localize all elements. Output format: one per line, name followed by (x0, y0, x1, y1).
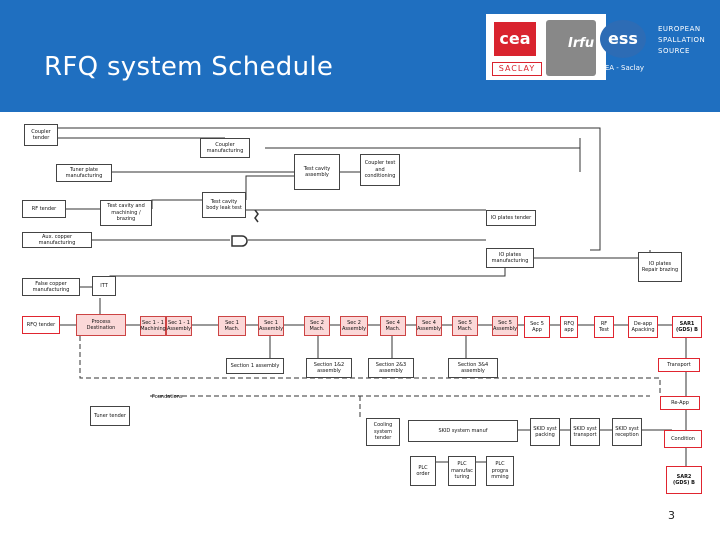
box-io-plates-manufacturing: IO plates manufacturing (486, 248, 534, 268)
box-rf-tender: RF tender (22, 200, 66, 218)
box-plc-programming: PLC progra mming (486, 456, 514, 486)
box-section5-assembly: Sec 5 Assembly (492, 316, 518, 336)
box-section1-assembly-b: Sec 1 Assembly (258, 316, 284, 336)
milestone-markers (231, 209, 259, 247)
ess-organization-name: EUROPEAN SPALLATION SOURCE (658, 25, 706, 55)
box-sar1: SAR1 (GDS) B (672, 316, 702, 338)
box-skid-reception: SKID syst reception (612, 418, 642, 446)
saclay-label: SACLAY (492, 62, 542, 76)
box-itt: ITT (92, 276, 116, 296)
box-skid-transport: SKID syst transport (570, 418, 600, 446)
box-condition: Condition (664, 430, 702, 448)
box-section5-app: Sec 5 App (524, 316, 550, 338)
box-section4-mach: Sec 4 Mach. (380, 316, 406, 336)
box-rfq-app: RFQ app (560, 316, 578, 338)
ess-logo-caption: CEA - Saclay (599, 64, 645, 72)
box-section2-assembly: Sec 2 Assembly (340, 316, 368, 336)
box-transport: Transport (658, 358, 700, 372)
milestone-symbol-1 (254, 209, 259, 223)
box-cooling-system-tender: Cooling system tender (366, 418, 400, 446)
box-re-app: Re-App (660, 396, 700, 410)
box-false-copper-manufacturing: False copper manufacturing (22, 278, 80, 296)
box-section12-assembly: Section 1&2 assembly (306, 358, 352, 378)
box-plc-manufacturing: PLC manufac turing (448, 456, 476, 486)
box-io-plates-tender: IO plates tender (486, 210, 536, 226)
box-plc-order: PLC order (410, 456, 436, 486)
box-coupler-tender: Coupler tender (24, 124, 58, 146)
box-de-app-packing: De-app Apacking (628, 316, 658, 338)
box-section1-mach: Sec 1 Mach. (218, 316, 246, 336)
box-skid-system-manuf: SKID system manuf (408, 420, 518, 442)
cea-logo-mark: cea (494, 22, 536, 56)
cea-irfu-logo: cea SACLAY Irfu (486, 14, 606, 80)
page-title: RFQ system Schedule (44, 52, 334, 82)
milestone-symbol-2 (231, 235, 248, 247)
irfu-logo: Irfu (546, 20, 596, 76)
ess-logo-mark: ess (600, 20, 646, 58)
box-test-cavity-machining: Test cavity and machining / brazing (100, 200, 152, 226)
box-section4-assembly: Sec 4 Assembly (416, 316, 442, 336)
box-skid-packing: SKID syst packing (530, 418, 560, 446)
box-test-cavity-assembly: Test cavity assembly (294, 154, 340, 190)
box-sar2: SAR2 (GDS) B (666, 466, 702, 494)
box-coupler-test-conditioning: Coupler test and conditioning (360, 154, 400, 186)
ess-logo: ess CEA - Saclay (592, 14, 654, 80)
page-number: 3 (668, 509, 675, 522)
label-foundations: Foundations (152, 393, 183, 400)
box-section1-assembly-a: Sec 1 - 1 Assembly (166, 316, 192, 336)
box-section23-assembly: Section 2&3 assembly (368, 358, 414, 378)
dashed-connector-lines (79, 320, 661, 418)
box-tuner-tender: Tuner tender (90, 406, 130, 426)
box-section2-mach: Sec 2 Mach. (304, 316, 330, 336)
box-section1-assembly: Section 1 assembly (226, 358, 284, 374)
box-process-destination: Process Destination (76, 314, 126, 336)
box-section5-mach: Sec 5 Mach. (452, 316, 478, 336)
box-section34-assembly: Section 3&4 assembly (448, 358, 498, 378)
box-rf-test: RF Test (594, 316, 614, 338)
box-tuner-plate-manufacturing: Tuner plate manufacturing (56, 164, 112, 182)
box-coupler-manufacturing: Coupler manufacturing (200, 138, 250, 158)
box-rfq-tender: RFQ tender (22, 316, 60, 334)
box-section1-machining: Sec 1 - 1 Machining (140, 316, 166, 336)
box-io-plates-repair: IO plates Repair brazing (638, 252, 682, 282)
box-aux-copper-manufacturing: Aux. copper manufacturing (22, 232, 92, 248)
box-test-cavity-leak-test: Test cavity body leak test (202, 192, 246, 218)
